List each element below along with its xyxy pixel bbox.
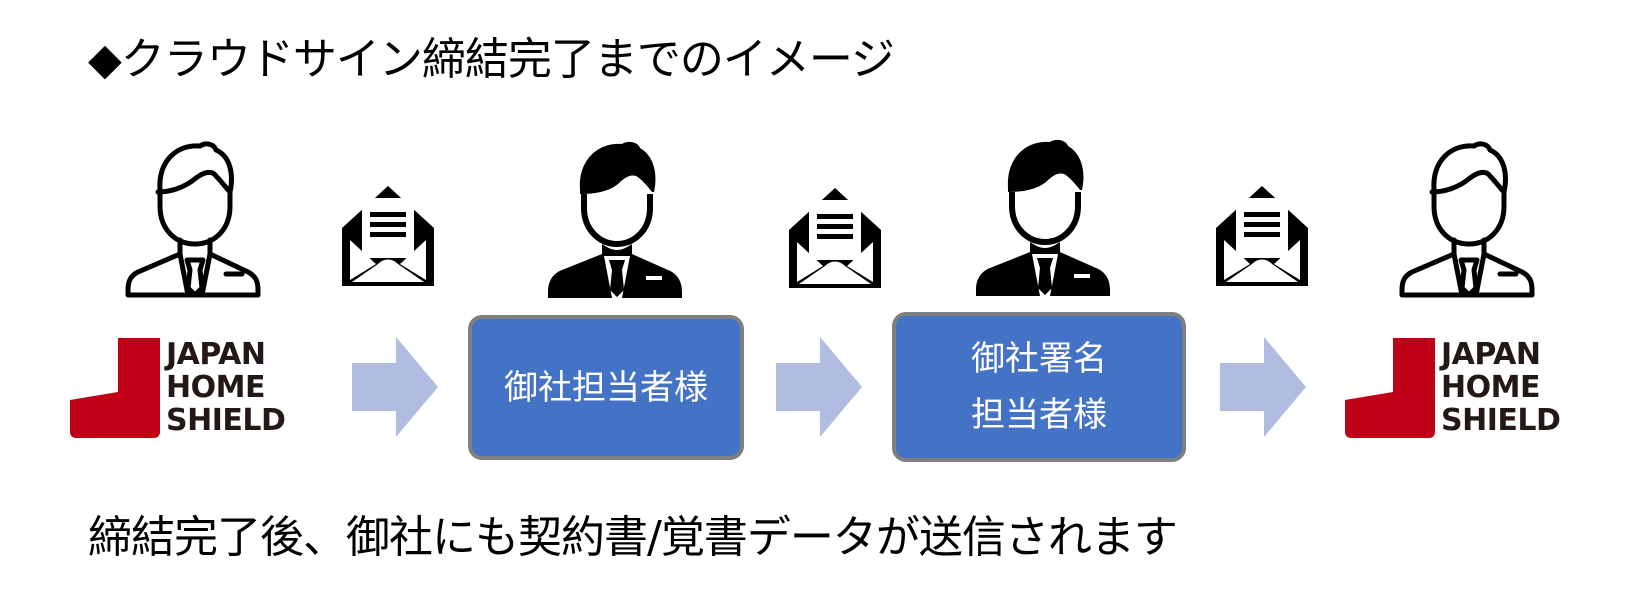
right-arrow-icon xyxy=(352,337,438,437)
person-solid-icon xyxy=(540,130,690,300)
logo-line-japan: JAPAN xyxy=(166,337,266,372)
logo-text: JAPAN HOME SHIELD xyxy=(1441,337,1561,438)
logo-line-japan: JAPAN xyxy=(1441,337,1541,372)
step-box-label: 御社担当者様 xyxy=(504,367,708,408)
step-box-signatory-contact: 御社署名 担当者様 xyxy=(892,312,1186,462)
logo-text: JAPAN HOME SHIELD xyxy=(166,337,286,438)
open-envelope-icon xyxy=(785,180,885,290)
jhs-j-mark-icon xyxy=(1345,338,1441,438)
person-solid-icon xyxy=(968,128,1118,298)
logo-line-shield: SHIELD xyxy=(1441,403,1561,438)
logo-line-home: HOME xyxy=(166,370,265,405)
diagram-title: ◆クラウドサイン締結完了までのイメージ xyxy=(88,34,895,85)
person-outline-icon xyxy=(118,130,268,300)
footer-note: 締結完了後、御社にも契約書/覚書データが送信されます xyxy=(88,512,1178,563)
open-envelope-icon xyxy=(338,178,438,288)
open-envelope-icon xyxy=(1212,178,1312,288)
jhs-j-mark-icon xyxy=(70,338,166,438)
logo-line-home: HOME xyxy=(1441,370,1540,405)
japan-home-shield-logo: JAPAN HOME SHIELD xyxy=(70,338,295,448)
right-arrow-icon xyxy=(1220,337,1306,437)
person-outline-icon xyxy=(1392,130,1542,300)
step-box-label-line1: 御社署名 xyxy=(971,339,1107,379)
japan-home-shield-logo: JAPAN HOME SHIELD xyxy=(1345,338,1570,448)
step-box-label-line2: 担当者様 xyxy=(971,395,1107,435)
right-arrow-icon xyxy=(776,337,862,437)
logo-line-shield: SHIELD xyxy=(166,403,286,438)
step-box-client-contact: 御社担当者様 xyxy=(468,315,744,460)
